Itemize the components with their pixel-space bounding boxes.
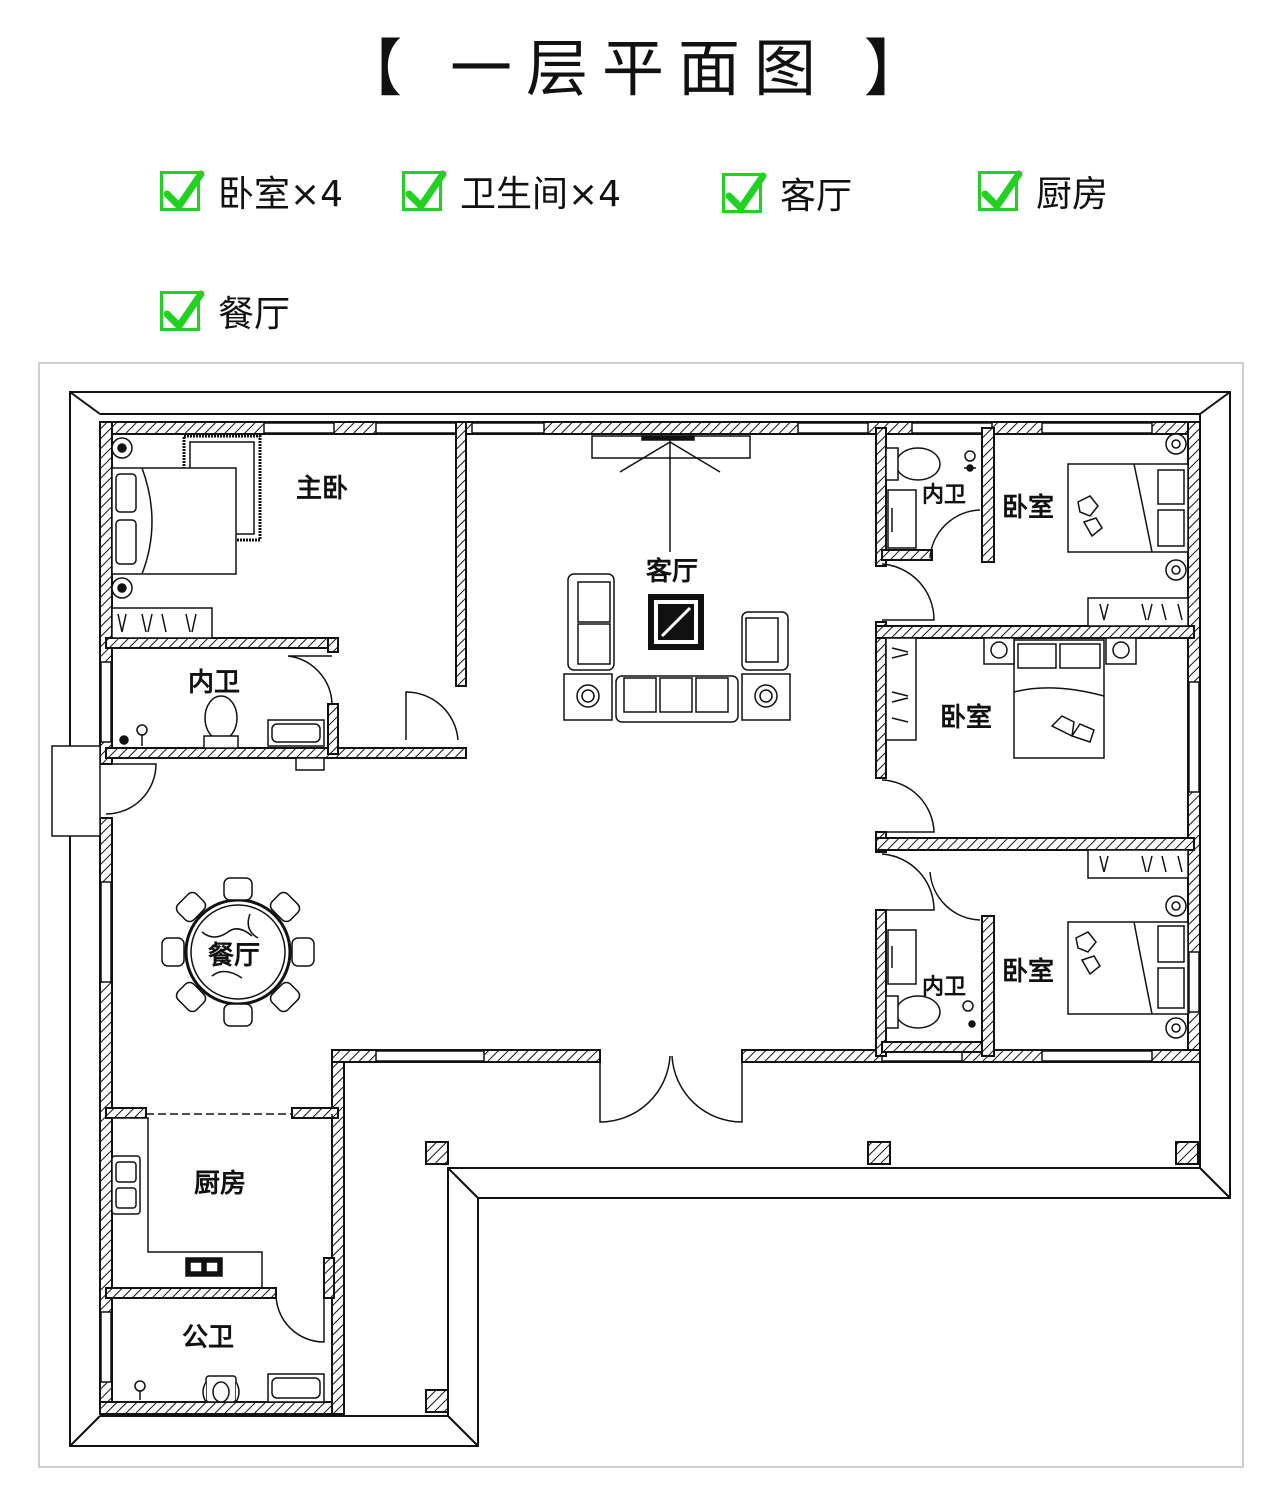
columns xyxy=(425,1141,1199,1413)
bed-icon xyxy=(1067,433,1189,581)
bathtub-icon xyxy=(267,719,325,747)
wardrobe-icon xyxy=(111,607,213,639)
dining-table-icon xyxy=(161,877,315,1027)
room-label-dining-room: 餐厅 xyxy=(208,941,260,971)
master-bed-icon xyxy=(111,434,262,599)
feature-label: 餐厅 xyxy=(218,294,291,335)
wardrobe-icon xyxy=(1087,849,1189,879)
checkbox-checked-icon xyxy=(722,172,767,213)
bathtub-icon xyxy=(267,1373,325,1403)
squat-toilet-icon xyxy=(202,1375,240,1403)
interior-walls xyxy=(105,421,1195,1299)
wardrobe-icon xyxy=(1087,597,1189,627)
wardrobe-icon xyxy=(885,637,917,741)
doors xyxy=(51,435,981,1343)
feature-kitchen: 厨房 xyxy=(978,166,1108,216)
feature-label: 厨房 xyxy=(1036,174,1109,215)
page-title: 【 一层平面图 】 xyxy=(340,32,940,105)
bed-icon xyxy=(1067,895,1189,1039)
toilet-icon xyxy=(203,695,239,749)
feature-living-room: 客厅 xyxy=(722,168,852,218)
feature-label: 卧室×4 xyxy=(218,174,344,215)
room-label-living-room: 客厅 xyxy=(646,556,698,587)
sofa-set-icon xyxy=(563,573,791,723)
bathtub-icon xyxy=(887,929,917,985)
room-label-kitchen: 厨房 xyxy=(194,1169,246,1199)
roof-outline xyxy=(69,391,1231,1447)
room-label-bath-bottom-right: 内卫 xyxy=(922,975,966,1000)
feature-bathrooms: 卫生间×4 xyxy=(402,166,621,216)
room-label-bedroom-top-right: 卧室 xyxy=(1002,492,1054,523)
room-label-bedroom-bottom-right: 卧室 xyxy=(1002,956,1054,987)
floor-drain-icon xyxy=(119,724,148,746)
checkbox-checked-icon xyxy=(402,170,447,211)
feature-label: 卫生间×4 xyxy=(460,174,622,215)
room-label-bedroom-middle: 卧室 xyxy=(940,702,992,733)
feature-dining-room: 餐厅 xyxy=(160,286,290,336)
windows xyxy=(100,422,1200,1383)
checkbox-checked-icon xyxy=(978,170,1023,211)
feature-bedrooms: 卧室×4 xyxy=(160,166,343,216)
checkbox-checked-icon xyxy=(160,170,205,211)
coffee-table-icon xyxy=(648,594,704,650)
room-label-master-bath: 内卫 xyxy=(188,668,240,698)
room-label-bath-top-right: 内卫 xyxy=(922,483,966,508)
toilet-icon xyxy=(885,995,941,1029)
kitchen-partition xyxy=(146,1113,333,1258)
room-label-public-bath: 公卫 xyxy=(182,1323,234,1353)
floor-drain-icon xyxy=(962,1000,976,1028)
checkbox-checked-icon xyxy=(160,290,205,331)
bathtub-icon xyxy=(887,489,917,549)
toilet-icon xyxy=(885,447,941,481)
feature-label: 客厅 xyxy=(780,176,853,217)
floor-drain-icon xyxy=(134,1380,146,1400)
ac-unit-icon xyxy=(295,757,325,771)
floor-drain-icon xyxy=(964,450,976,472)
floor-plan-frame: 主卧 内卫 客厅 内卫 卧室 卧室 内卫 卧室 餐厅 厨房 公卫 xyxy=(38,362,1244,1468)
floor-plan: 主卧 内卫 客厅 内卫 卧室 卧室 内卫 卧室 餐厅 厨房 公卫 xyxy=(51,391,1231,1447)
bed-icon xyxy=(983,637,1137,759)
room-label-master-bedroom: 主卧 xyxy=(296,474,348,504)
kitchen-counter-icon xyxy=(111,1117,263,1288)
